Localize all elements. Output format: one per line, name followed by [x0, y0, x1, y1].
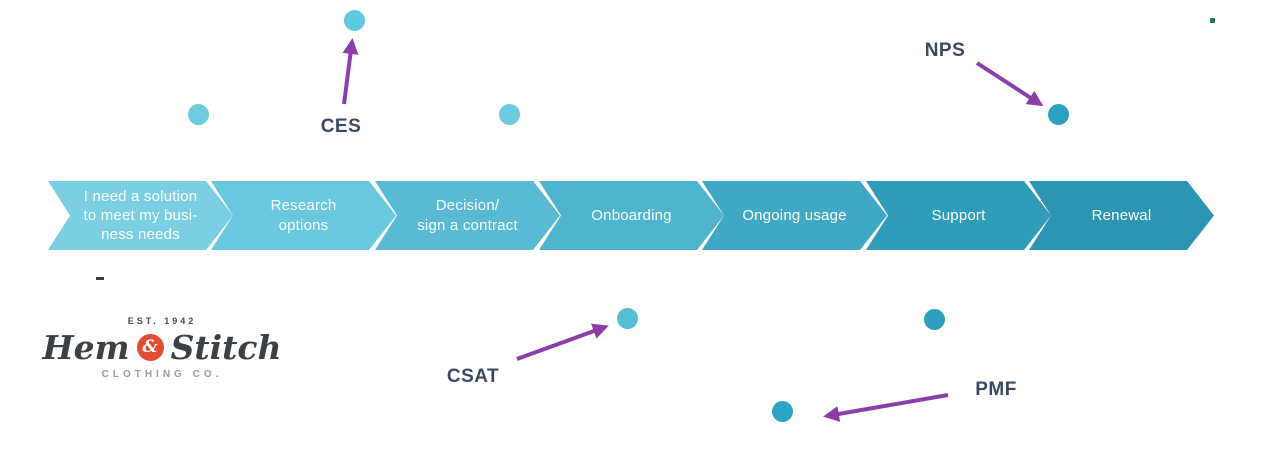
arrow-nps [975, 61, 1044, 107]
touchpoint-dot [499, 104, 520, 125]
touchpoint-dot-ces [344, 10, 365, 31]
journey-stage-need: I need a solution to meet my busi- ness … [48, 181, 233, 250]
arrow-csat [516, 323, 609, 361]
arrow-pmf [823, 393, 949, 422]
arrow-ces [342, 38, 359, 105]
touchpoint-dot-nps [1048, 104, 1069, 125]
touchpoint-dot [924, 309, 945, 330]
journey-stage-label: Onboarding [591, 206, 672, 224]
metric-label-csat: CSAT [446, 366, 500, 387]
journey-stage-label: Research options [270, 197, 337, 234]
journey-stage-decision: Decision/ sign a contract [375, 181, 560, 250]
journey-stage-support: Support [866, 181, 1051, 250]
journey-stage-label: I need a solution to meet my busi- ness … [83, 187, 198, 244]
journey-stage-usage: Ongoing usage [702, 181, 887, 250]
logo-name-left: Hem [42, 328, 130, 367]
touchpoint-dot-csat [617, 308, 638, 329]
metric-label-ces: CES [320, 116, 362, 137]
journey-stage-label: Support [931, 206, 986, 224]
journey-stage-onboarding: Onboarding [539, 181, 724, 250]
journey-stage-renewal: Renewal [1029, 181, 1214, 250]
journey-stage-label: Decision/ sign a contract [417, 197, 518, 234]
logo-name-right: Stitch [170, 328, 282, 367]
journey-stage-research: Research options [211, 181, 396, 250]
logo-subtitle: CLOTHING CO. [101, 369, 223, 380]
cropped-artifact-mark [1210, 18, 1215, 23]
journey-stage-label: Renewal [1091, 206, 1152, 224]
cropped-artifact-mark [96, 277, 104, 280]
touchpoint-dot [188, 104, 209, 125]
hem-and-stitch-logo: EST. 1942 Hem & Stitch CLOTHING CO. [37, 300, 287, 396]
logo-brand-name: Hem & Stitch [42, 331, 281, 364]
journey-stage-label: Ongoing usage [742, 206, 847, 224]
metric-label-pmf: PMF [975, 379, 1017, 400]
metric-label-nps: NPS [924, 40, 966, 61]
logo-established-text: EST. 1942 [127, 316, 197, 326]
touchpoint-dot-pmf [772, 401, 793, 422]
ampersand-badge-icon: & [136, 334, 164, 361]
